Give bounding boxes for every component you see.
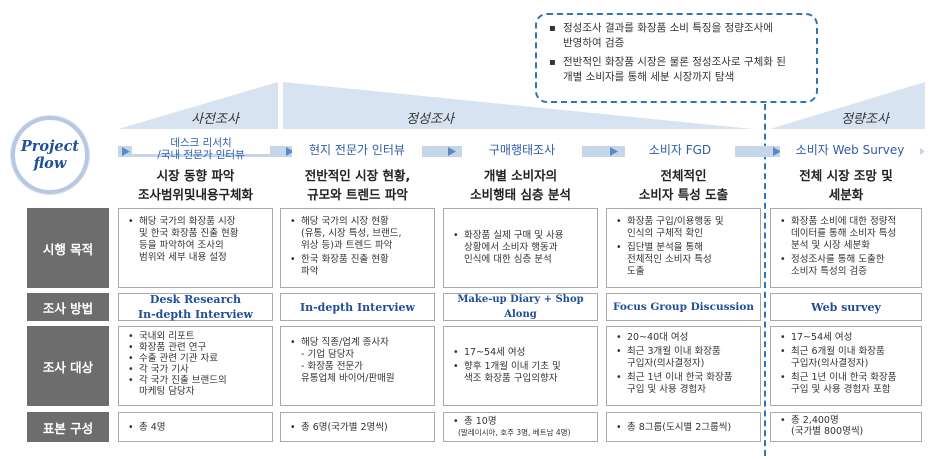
sample-cell: 총 4명 (118, 412, 273, 442)
list-item: 해당 직종/업계 종사자 - 기업 담당자 - 화장품 전문가 유통업체 바이어… (287, 337, 428, 385)
phase-title-pre: 사전조사 (191, 112, 239, 127)
method-cell: In-depth Interview (280, 293, 435, 321)
list-item: 최근 3개월 이내 화장품 구입자(의사결정자) (613, 346, 754, 370)
stage-tag-fgd: 소비자 FGD (625, 143, 735, 160)
column-heading: 전체적인 소비자 특성 도출 (638, 168, 729, 202)
sample-cell: 총 2,400명 (국가별 800명씩) (770, 412, 922, 442)
column-heading: 전반적인 시장 현황, 규모와 트렌드 파악 (304, 168, 411, 202)
list-item: 총 2,400명 (국가별 800명씩) (777, 415, 915, 437)
flow-label: Project (20, 138, 80, 155)
list-item: 최근 1년 이내 한국 화장품 구입 및 사용 경험자 포함 (777, 372, 915, 396)
callout-item: 전반적인 화장품 시장은 물론 정성조사로 구체화 된 개별 소비자를 통해 세… (547, 55, 808, 85)
row-label-target: 조사 대상 (27, 326, 109, 406)
list-item: 총 4명 (125, 422, 266, 434)
stage-tag-purchase-behavior: 구매행태조사 (462, 143, 582, 160)
target-cell: 20~40대 여성 최근 3개월 이내 화장품 구입자(의사결정자) 최근 1년… (606, 326, 761, 406)
list-item: 총 6명(국가별 2명씩) (287, 422, 428, 434)
method-cell: Make-up Diary + Shop Along (443, 293, 598, 321)
callout-box: 정성조사 결과를 화장품 소비 특징을 정량조사에 반영하여 검증 전반적인 화… (535, 13, 818, 103)
stage-tag-web-survey: 소비자 Web Survey (780, 143, 920, 160)
target-cell: 17~54세 여성 향후 1개월 이내 기초 및 색조 화장품 구입의향자 (443, 326, 598, 406)
phase-title-qualitative: 정성조사 (406, 112, 454, 127)
list-item: 화장품 소비에 대한 정량적 데이터를 통해 소비자 특성 분석 및 시장 세분… (777, 216, 915, 252)
column-heading: 시장 동향 파악 조사범위및내용구체화 (137, 168, 253, 202)
list-item: 수출 관련 기관 자료 (125, 353, 266, 364)
sample-cell: 총 10명 (말레이시아, 호주 3명, 베트남 4명) (443, 412, 598, 442)
purpose-cell: 해당 국가의 시장 현황 (유통, 시장 특성, 브랜드, 위상 등)과 트렌드… (280, 208, 435, 288)
sample-note: (말레이시아, 호주 3명, 베트남 4명) (458, 428, 571, 437)
list-item: 화장품 관련 연구 (125, 342, 266, 353)
list-item: 최근 6개월 이내 화장품 구입자(의사결정자) (777, 346, 915, 370)
list-item: 각 국가 진출 브랜드의 마케팅 담당자 (125, 375, 266, 397)
phase-triangle-qualitative (283, 82, 753, 129)
method-cell: Desk Research In-depth Interview (118, 293, 273, 321)
list-item: 최근 1년 이내 한국 화장품 구입 및 사용 경험자 (613, 372, 754, 396)
purpose-cell: 화장품 실제 구매 및 사용 상황에서 소비자 행동과 인식에 대한 심층 분석 (443, 208, 598, 288)
list-item: 집단별 분석을 통해 전체적인 소비자 특성 도출 (613, 242, 754, 278)
list-item: 국내외 리포트 (125, 331, 266, 342)
purpose-cell: 해당 국가의 화장품 시장 및 한국 화장품 진출 현황 등을 파악하여 조사의… (118, 208, 273, 288)
list-item: 20~40대 여성 (613, 332, 754, 344)
dashed-connector-line (764, 104, 766, 456)
target-cell: 17~54세 여성 최근 6개월 이내 화장품 구입자(의사결정자) 최근 1년… (770, 326, 922, 406)
purpose-cell: 화장품 구입/이용행동 및 인식의 구체적 확인 집단별 분석을 통해 전체적인… (606, 208, 761, 288)
callout-item: 정성조사 결과를 화장품 소비 특징을 정량조사에 반영하여 검증 (547, 21, 808, 51)
list-item: 각 국가 기사 (125, 364, 266, 375)
method-cell: Focus Group Discussion (606, 293, 761, 321)
sample-cell: 총 8그룹(도시별 2그룹씩) (606, 412, 761, 442)
list-item: 정성조사를 통해 도출한 소비자 특성의 검증 (777, 254, 915, 278)
list-item: 총 8그룹(도시별 2그룹씩) (613, 422, 754, 434)
list-item: 17~54세 여성 (450, 347, 591, 359)
project-flow-badge: Project flow (11, 116, 89, 194)
stage-tag-expert-interview: 현지 전문가 인터뷰 (292, 143, 422, 160)
column-heading: 전체 시장 조망 및 세분화 (799, 168, 893, 202)
sample-cell: 총 6명(국가별 2명씩) (280, 412, 435, 442)
flow-label: flow (33, 155, 67, 172)
list-item: 해당 국가의 화장품 시장 및 한국 화장품 진출 현황 등을 파악하여 조사의… (125, 216, 266, 264)
stage-tag-desk-research: 데스크 리서치 /국내 전문가 인터뷰 (132, 137, 270, 161)
list-item: 한국 화장품 진출 현황 파악 (287, 254, 428, 278)
target-cell: 해당 직종/업계 종사자 - 기업 담당자 - 화장품 전문가 유통업체 바이어… (280, 326, 435, 406)
method-cell: Web survey (770, 293, 922, 321)
phase-triangle-pre (118, 82, 278, 129)
list-item: 해당 국가의 시장 현황 (유통, 시장 특성, 브랜드, 위상 등)과 트렌드… (287, 216, 428, 252)
target-cell: 국내외 리포트 화장품 관련 연구 수출 관련 기관 자료 각 국가 기사 각 … (118, 326, 273, 406)
list-item: 총 10명 (450, 416, 591, 428)
list-item: 향후 1개월 이내 기초 및 색조 화장품 구입의향자 (450, 361, 591, 385)
row-label-method: 조사 방법 (27, 293, 109, 321)
list-item: 화장품 실제 구매 및 사용 상황에서 소비자 행동과 인식에 대한 심층 분석 (450, 230, 591, 266)
list-item: 17~54세 여성 (777, 332, 915, 344)
column-heading: 개별 소비자의 소비행태 심층 분석 (470, 168, 571, 202)
row-label-sample: 표본 구성 (27, 412, 109, 442)
phase-title-quantitative: 정량조사 (841, 112, 889, 127)
row-label-purpose: 시행 목적 (27, 208, 109, 288)
purpose-cell: 화장품 소비에 대한 정량적 데이터를 통해 소비자 특성 분석 및 시장 세분… (770, 208, 922, 288)
phase-triangle-quantitative (770, 82, 925, 129)
list-item: 화장품 구입/이용행동 및 인식의 구체적 확인 (613, 216, 754, 240)
